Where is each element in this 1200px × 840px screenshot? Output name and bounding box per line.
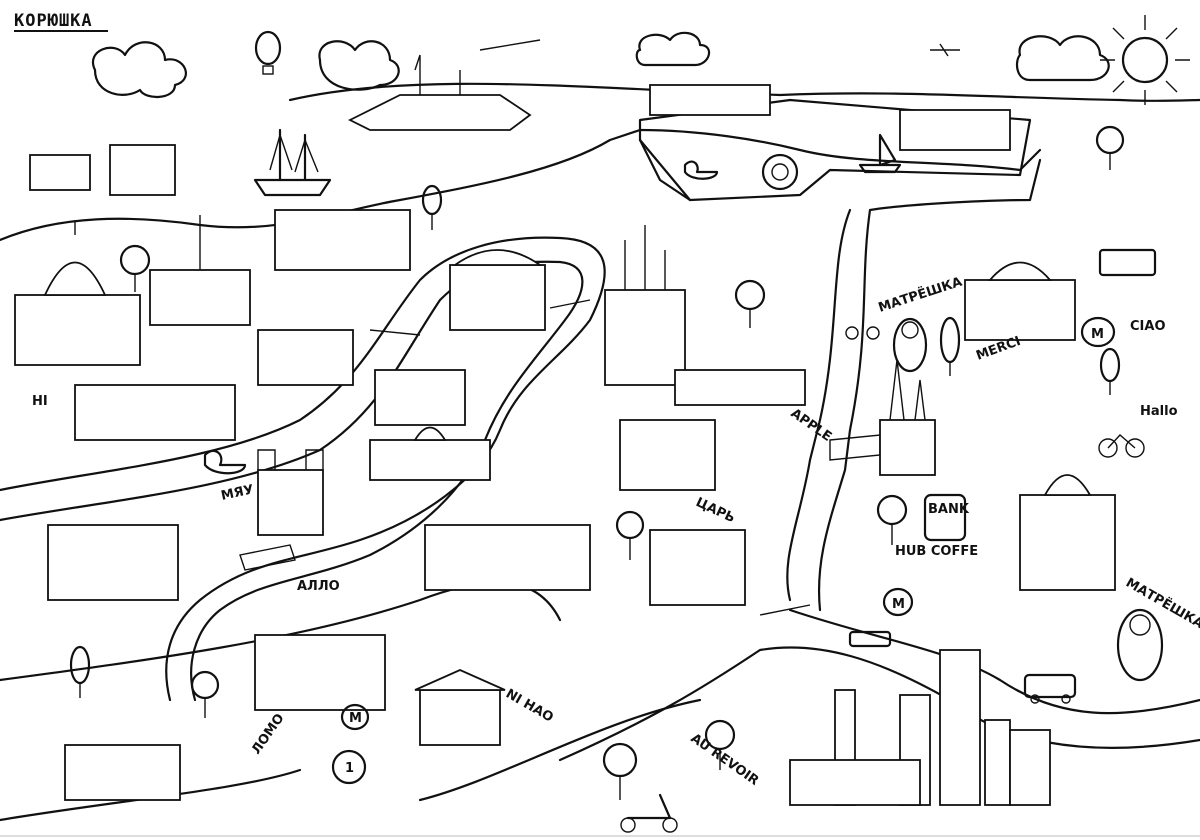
- canal-left-bank: [0, 236, 606, 702]
- sky-decor: [91, 15, 1190, 105]
- svg-text:M: M: [1091, 327, 1104, 342]
- label-hi: HI: [32, 394, 48, 409]
- building: [47, 524, 179, 601]
- kazan-cathedral: [369, 426, 491, 481]
- neva-river-south-bank: [0, 128, 1042, 242]
- lifebuoy-icon: [761, 153, 799, 191]
- building: [649, 84, 771, 116]
- bicycle-icon: [1098, 434, 1145, 458]
- trees: [69, 125, 1125, 800]
- tree-icon: [1099, 347, 1121, 395]
- ship-icon: [253, 128, 332, 197]
- bicycle-icon: [845, 326, 880, 340]
- tree-icon: [939, 316, 961, 376]
- south-river-north-bank: [788, 608, 1200, 715]
- cloud-icon: [318, 40, 400, 91]
- coin-icon: 1: [331, 749, 367, 785]
- label-ciao: CIAO: [1130, 319, 1166, 334]
- neva-river-north-bank: [288, 82, 1200, 102]
- cloud-icon: [91, 41, 187, 98]
- label-hallo: Hallo: [1140, 404, 1178, 419]
- tree-icon: [421, 184, 443, 230]
- bridges: [239, 299, 881, 616]
- decor-icons: M M M 1 BANK: [203, 133, 1164, 833]
- logo: КОРЮШКА: [14, 11, 108, 32]
- metro-sign-icon: M: [882, 587, 914, 617]
- admiralty: [149, 215, 251, 326]
- building: [619, 419, 716, 491]
- tree-icon: [69, 645, 91, 698]
- tree-icon: [615, 510, 645, 560]
- tree-icon: [704, 719, 736, 770]
- label-meow: МЯУ: [220, 482, 255, 504]
- cathedral-east: [964, 261, 1076, 341]
- south-river-south-bank: [558, 646, 1200, 762]
- tree-icon: [119, 244, 151, 292]
- skyscrapers: [789, 649, 1051, 806]
- building: [109, 144, 176, 196]
- building: [274, 209, 411, 271]
- duck-icon: [203, 449, 247, 475]
- building: [254, 634, 386, 711]
- tree-icon: [190, 670, 220, 718]
- svg-text:M: M: [349, 711, 362, 726]
- building: [64, 744, 181, 801]
- matryoshka-icon: [892, 317, 928, 373]
- bridge: [239, 299, 881, 616]
- car-icon: [848, 630, 892, 648]
- svg-text:BANK: BANK: [928, 502, 970, 517]
- smolny-church: [1019, 474, 1116, 591]
- cloud-icon: [1015, 35, 1110, 82]
- building: [899, 109, 1011, 151]
- notre-dame-church: [257, 449, 324, 536]
- church-savior-on-blood: [604, 225, 686, 386]
- car-icon: [1023, 673, 1077, 704]
- sun-icon: [1100, 15, 1190, 105]
- label-allo: АЛЛО: [297, 579, 340, 594]
- buildings: [14, 54, 1116, 806]
- peter-paul-fortress: [347, 54, 532, 131]
- svg-text:M: M: [892, 597, 905, 612]
- hot-air-balloon-icon: [254, 30, 282, 75]
- fontanka-right-bank: [817, 158, 1042, 612]
- church-spires: [879, 359, 936, 476]
- scooter-icon: [620, 793, 678, 833]
- classical-building: [414, 669, 506, 746]
- winter-palace: [449, 249, 546, 331]
- logo-text: КОРЮШКА: [14, 11, 93, 31]
- building: [649, 529, 746, 606]
- tree-icon: [1095, 125, 1125, 170]
- tree-icon: [602, 742, 638, 800]
- building: [424, 524, 591, 591]
- plane-icon: [479, 39, 960, 57]
- bank-booth-icon: BANK: [923, 493, 970, 542]
- cloud-icon: [635, 31, 711, 67]
- building: [29, 154, 91, 191]
- st-isaacs-cathedral: [14, 220, 141, 366]
- building: [74, 384, 236, 441]
- building: [674, 369, 806, 406]
- sailboat-icon: [858, 133, 902, 174]
- metro-sign-icon: M: [340, 703, 370, 731]
- matryoshka-icon: [1116, 608, 1164, 682]
- tree-icon: [734, 279, 766, 328]
- metro-sign-icon: M: [1080, 316, 1116, 348]
- duck-icon: [683, 160, 719, 180]
- svg-text:1: 1: [345, 761, 354, 776]
- tree-icon: [876, 494, 908, 545]
- building: [374, 369, 466, 426]
- building: [257, 329, 354, 386]
- fontanka-left-bank: [638, 138, 852, 602]
- food-truck-icon: [1098, 248, 1157, 277]
- label-hub-coffee: HUB COFFE: [895, 544, 978, 559]
